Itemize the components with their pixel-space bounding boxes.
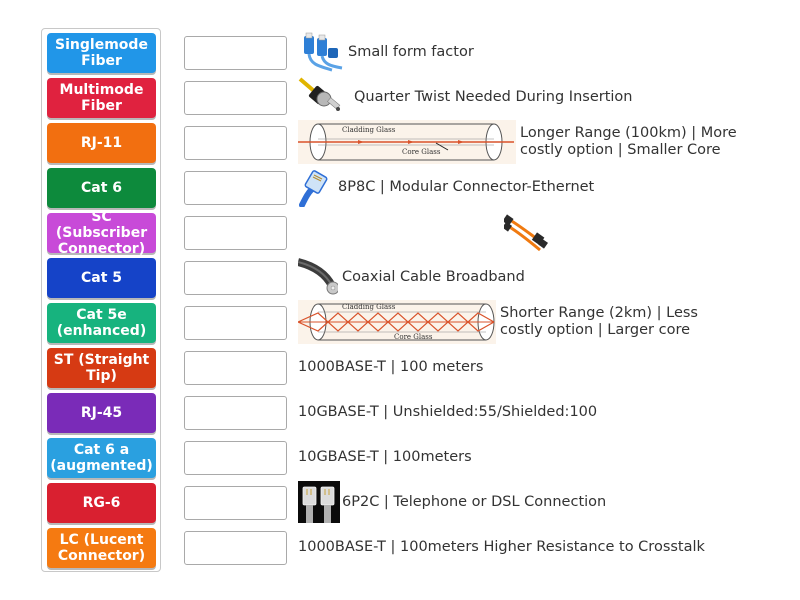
clue-text: 6P2C | Telephone or DSL Connection [342,493,607,510]
tile-rg-6[interactable]: RG-6 [47,483,156,523]
clue-text: 8P8C | Modular Connector-Ethernet [338,178,595,195]
coaxial-cable-icon [298,258,338,295]
cladding-label: Cladding Glass [342,126,396,134]
clue-text: Longer Range (100km) | More costly optio… [520,125,737,158]
tile-multimode-fiber[interactable]: Multimode Fiber [47,78,156,118]
clue-text: Shorter Range (2km) | Less costly option… [500,305,698,338]
sc-connector-icon [504,214,548,252]
core-label: Core Glass [394,333,433,341]
clue-row-4: 8P8C | Modular Connector-Ethernet [298,165,778,209]
clue-row-11: 6P2C | Telephone or DSL Connection [298,480,778,524]
drop-slot-10[interactable] [184,441,287,475]
tile-lc-connector[interactable]: LC (Lucent Connector) [47,528,156,568]
clue-text: 10GBASE-T | Unshielded:55/Shielded:100 [298,403,598,420]
clue-text: Small form factor [348,43,474,60]
drop-slot-1[interactable] [184,36,287,70]
st-connector-icon [298,77,341,111]
drop-slot-9[interactable] [184,396,287,430]
core-label: Core Glass [402,148,441,156]
tile-cat-6[interactable]: Cat 6 [47,168,156,208]
drop-slot-11[interactable] [184,486,287,520]
drop-slot-12[interactable] [184,531,287,565]
drop-slot-6[interactable] [184,261,287,295]
rj11-connector-icon [298,481,340,523]
drop-slot-5[interactable] [184,216,287,250]
clue-row-2: Quarter Twist Needed During Insertion [298,75,778,119]
tile-panel [41,28,161,572]
clue-row-1: Small form factor [298,30,778,74]
clue-text: 1000BASE-T | 100 meters [298,358,484,375]
tile-rj-11[interactable]: RJ-11 [47,123,156,163]
tile-singlemode-fiber[interactable]: Singlemode Fiber [47,33,156,73]
multimode-fiber-diagram-icon: Cladding Glass Core Glass [298,300,496,344]
clue-text: Quarter Twist Needed During Insertion [354,88,633,105]
drop-slot-7[interactable] [184,306,287,340]
lc-connector-icon [304,32,343,72]
drop-slot-4[interactable] [184,171,287,205]
tile-st-connector[interactable]: ST (Straight Tip) [47,348,156,388]
tile-cat-5e[interactable]: Cat 5e (enhanced) [47,303,156,343]
clue-text: 10GBASE-T | 100meters [298,448,472,465]
cladding-label: Cladding Glass [342,303,396,311]
tile-cat-5[interactable]: Cat 5 [47,258,156,298]
tile-cat-6a[interactable]: Cat 6 a (augmented) [47,438,156,478]
drop-slot-8[interactable] [184,351,287,385]
drop-slot-2[interactable] [184,81,287,115]
singlemode-fiber-diagram-icon: Cladding Glass Core Glass [298,120,516,164]
drop-slot-3[interactable] [184,126,287,160]
tile-sc-connector[interactable]: SC (Subscriber Connector) [47,209,156,257]
clue-row-9: 10GBASE-T | Unshielded:55/Shielded:100 [298,390,778,434]
clue-row-10: 10GBASE-T | 100meters [298,435,778,479]
clue-row-3: Cladding Glass Core Glass Longer Range (… [298,120,778,164]
clue-row-12: 1000BASE-T | 100meters Higher Resistance… [298,525,778,569]
clue-text: 1000BASE-T | 100meters Higher Resistance… [298,538,705,555]
clue-row-7: Cladding Glass Core Glass Shorter Range … [298,300,778,344]
clue-row-5 [298,210,778,254]
clue-row-6: Coaxial Cable Broadband [298,255,778,299]
rj45-connector-icon [299,170,328,207]
clue-row-8: 1000BASE-T | 100 meters [298,345,778,389]
tile-rj-45[interactable]: RJ-45 [47,393,156,433]
clue-text: Coaxial Cable Broadband [342,268,525,285]
